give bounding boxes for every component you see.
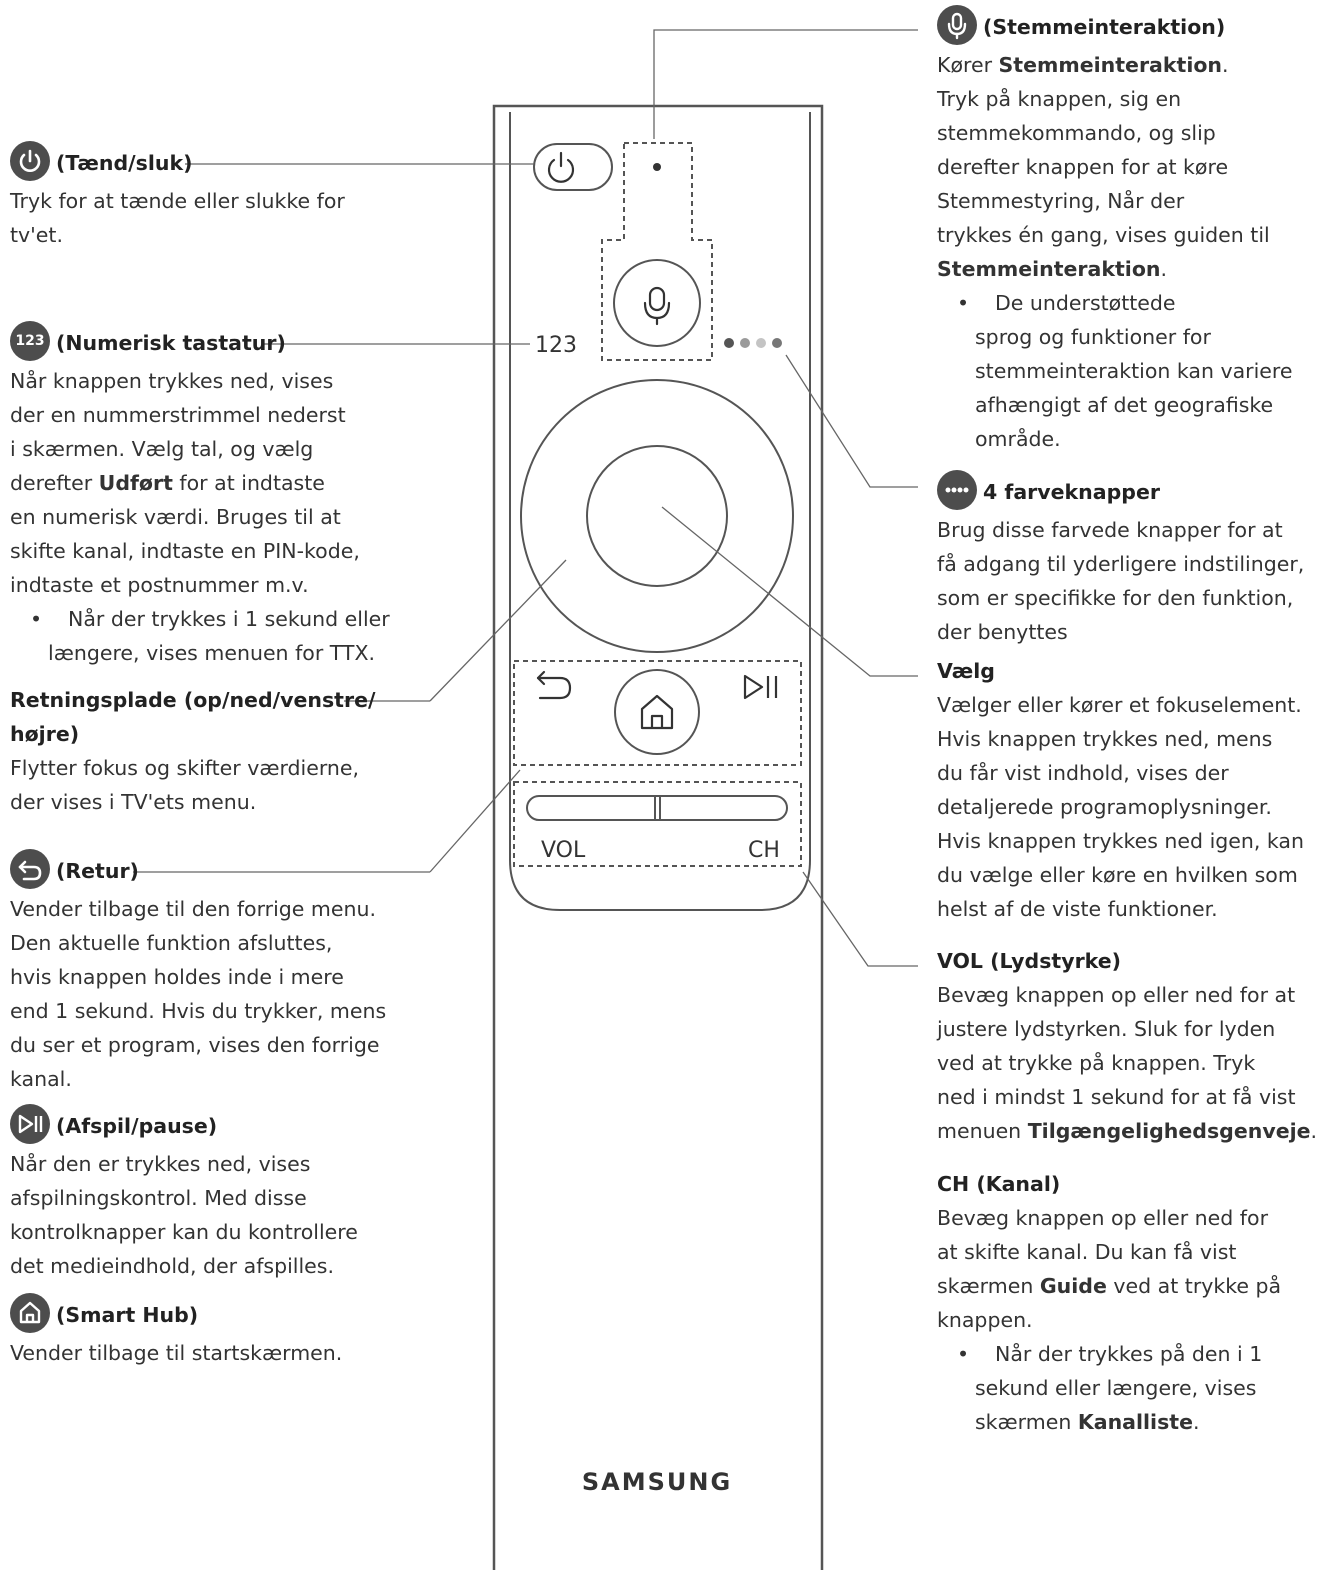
select-desc: Vælg Vælger eller kører et fokuselement.…: [937, 659, 1304, 921]
power-button-shape: [533, 143, 613, 191]
dpad-desc: Retningsplade (op/ned/venstre/ højre) Fl…: [10, 688, 376, 814]
brand-logo: SAMSUNG: [582, 1468, 732, 1496]
select-button-shape: [586, 445, 728, 587]
power-icon: [10, 141, 50, 181]
return-icon: [536, 670, 572, 700]
vol-ch-rocker: [526, 795, 788, 821]
play-pause-icon: [10, 1104, 50, 1144]
return-icon: [10, 849, 50, 889]
remote-body: [492, 104, 824, 1570]
home-button-shape: [614, 669, 700, 755]
color-dots-icon: [937, 470, 977, 510]
dpad-ring: [520, 379, 794, 653]
power-desc: (Tænd/sluk) Tryk for at tænde eller sluk…: [10, 141, 345, 252]
mic-icon: [643, 286, 671, 326]
color-buttons: [724, 338, 782, 348]
power-icon: [547, 151, 575, 183]
return-desc: (Retur) Vender tilbage til den forrige m…: [10, 849, 386, 1096]
smarthub-desc: (Smart Hub) Vender tilbage til startskær…: [10, 1293, 342, 1370]
remote-control-diagram: 123 VOL CH SAMSUNG: [133, 29, 918, 1570]
play-pause-icon: [743, 674, 778, 700]
home-icon: [10, 1293, 50, 1333]
mic-icon: [937, 5, 977, 45]
ch-label: CH: [748, 838, 780, 863]
voice-desc: (Stemmeinteraktion) Kører Stemmeinterakt…: [937, 5, 1292, 456]
play-pause-desc: (Afspil/pause) Når den er trykkes ned, v…: [10, 1104, 358, 1283]
numeric-keypad-icon: 123: [10, 321, 50, 361]
numeric-desc: 123(Numerisk tastatur) Når knappen trykk…: [10, 321, 390, 670]
home-icon: [640, 694, 674, 730]
ch-desc: CH (Kanal) Bevæg knappen op eller ned fo…: [937, 1167, 1281, 1439]
num-pad-label: 123: [535, 333, 577, 358]
color-buttons-desc: 4 farveknapper Brug disse farvede knappe…: [937, 470, 1304, 649]
vol-label: VOL: [541, 838, 586, 863]
vol-desc: VOL (Lydstyrke) Bevæg knappen op eller n…: [937, 949, 1317, 1143]
mic-button-shape: [613, 259, 701, 347]
